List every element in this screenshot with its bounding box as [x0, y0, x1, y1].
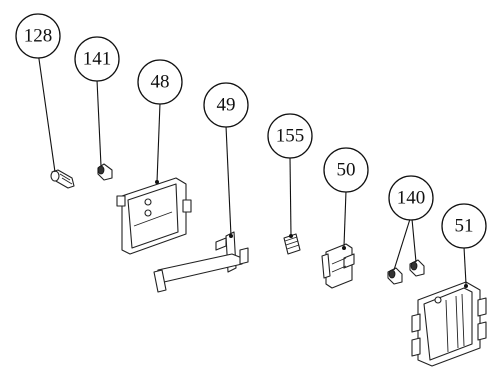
part-140-screws [387, 259, 425, 285]
svg-text:49: 49 [217, 95, 236, 116]
part-48-bracket [116, 177, 192, 255]
svg-text:51: 51 [455, 216, 474, 237]
part-50-switch [321, 243, 355, 289]
callout-48: 48 [137, 59, 183, 105]
svg-text:50: 50 [337, 160, 356, 181]
callout-155: 155 [267, 113, 313, 159]
svg-text:141: 141 [83, 49, 112, 70]
callout-51: 51 [441, 203, 487, 249]
callout-49: 49 [203, 82, 249, 128]
part-141-screw [97, 163, 113, 181]
svg-text:48: 48 [151, 72, 170, 93]
part-128-screw [50, 169, 75, 189]
callout-50: 50 [323, 147, 369, 193]
svg-text:128: 128 [24, 26, 53, 47]
svg-text:155: 155 [276, 126, 305, 147]
part-155-spring [283, 233, 301, 255]
callout-141: 141 [74, 36, 120, 82]
callout-140: 140 [388, 175, 434, 221]
callout-128: 128 [15, 13, 61, 59]
svg-text:140: 140 [397, 188, 426, 209]
part-49-lever [153, 231, 249, 293]
part-51-cover [411, 281, 487, 367]
